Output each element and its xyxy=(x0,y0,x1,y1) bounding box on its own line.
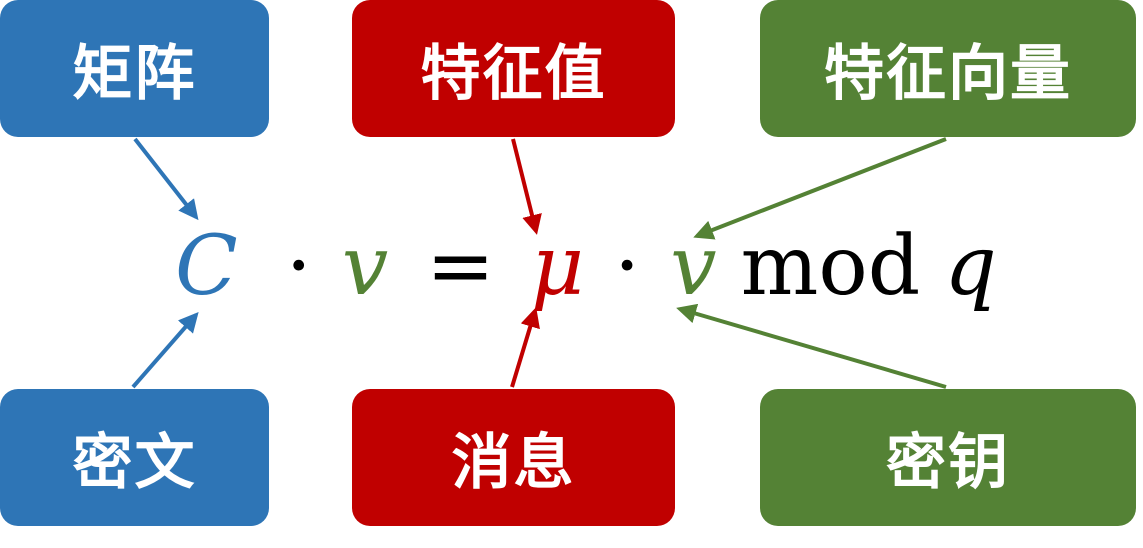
equation-dot-2: · xyxy=(614,219,641,314)
arrow-message-to-mu xyxy=(510,307,540,388)
equation: C · v = μ · v mod q xyxy=(175,212,997,322)
equation-dot-1: · xyxy=(285,219,312,314)
message-label-box: 消息 xyxy=(352,389,675,526)
matrix-label: 矩阵 xyxy=(72,39,197,109)
equation-modulus-q: q xyxy=(944,219,997,314)
equation-matrix-c: C xyxy=(175,219,238,314)
equation-vector-v-2: v xyxy=(670,219,717,314)
equation-eigenvalue-mu: μ xyxy=(530,219,585,314)
eigenvector-label: 特征向量 xyxy=(824,39,1072,109)
eigenvalue-label: 特征值 xyxy=(420,39,607,109)
arrow-ciphertext-to-c xyxy=(131,311,199,389)
matrix-label-box: 矩阵 xyxy=(0,0,269,137)
message-label: 消息 xyxy=(451,428,576,498)
eigenvalue-label-box: 特征值 xyxy=(352,0,675,137)
equation-mod: mod xyxy=(740,219,921,314)
equation-vector-v-1: v xyxy=(341,219,389,314)
arrow-matrix-to-c xyxy=(133,137,199,221)
key-label: 密钥 xyxy=(886,428,1010,498)
equation-equals: = xyxy=(426,219,495,314)
ciphertext-label: 密文 xyxy=(72,428,197,498)
ciphertext-label-box: 密文 xyxy=(0,389,269,526)
eigenvector-label-box: 特征向量 xyxy=(760,0,1136,137)
key-label-box: 密钥 xyxy=(760,389,1136,526)
